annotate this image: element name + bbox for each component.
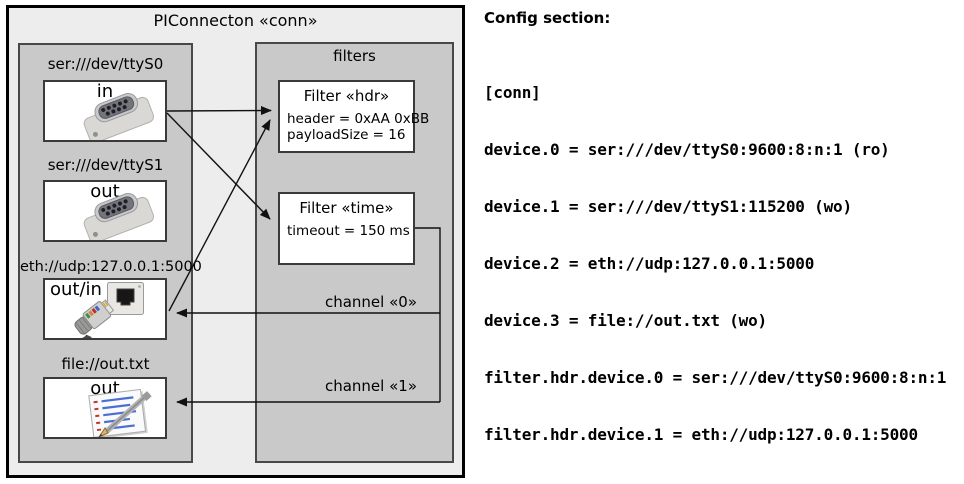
device-box-file: out	[43, 377, 167, 439]
config-line: device.3 = file://out.txt (wo)	[484, 311, 767, 330]
config-body: [conn] device.0 = ser:///dev/ttyS0:9600:…	[484, 45, 956, 484]
channel-0-label: channel «0»	[324, 293, 417, 311]
device-port-label: out/in	[50, 279, 102, 300]
pen-icon	[98, 391, 152, 437]
devices-panel: ser:///dev/ttyS0 in	[18, 43, 202, 463]
filter-name: Filter «hdr»	[303, 87, 390, 105]
channel-1-label: channel «1»	[324, 377, 417, 395]
config-line: filter.hdr.splitMode = header	[484, 482, 956, 484]
filter-name: Filter «time»	[299, 199, 394, 217]
notepad-pen-icon	[88, 388, 152, 437]
config-line: device.1 = ser:///dev/ttyS1:115200 (wo)	[484, 197, 852, 216]
filter-time-box: Filter «time» timeout = 150 ms	[278, 192, 415, 265]
config-line: filter.hdr.device.1 = eth://udp:127.0.0.…	[484, 425, 918, 444]
filter-properties: timeout = 150 ms	[287, 223, 410, 239]
config-heading: Config section:	[484, 9, 611, 27]
filter-properties: header = 0xAA 0xBB payloadSize = 16	[287, 111, 429, 143]
ethernet-plug-icon	[74, 299, 115, 338]
device-box-ttys1: out	[43, 180, 167, 242]
config-line: device.2 = eth://udp:127.0.0.1:5000	[484, 254, 815, 273]
filter-prop: payloadSize = 16	[287, 127, 406, 143]
piconnecton-container: PIConnecton «conn» ser:///dev/ttyS0 in	[6, 5, 465, 478]
serial-connector-icon	[83, 93, 155, 140]
device-url-ttys0: ser:///dev/ttyS0	[47, 55, 164, 73]
serial-connector-icon	[83, 193, 155, 240]
filters-panel: filters Filter «hdr» header = 0xAA 0xBB …	[255, 42, 454, 463]
device-port-label: out	[90, 181, 120, 202]
config-line: filter.hdr.device.0 = ser:///dev/ttyS0:9…	[484, 368, 947, 387]
config-line: device.0 = ser:///dev/ttyS0:9600:8:n:1 (…	[484, 140, 890, 159]
device-box-ttys0: in	[43, 80, 167, 142]
diagram-title: PIConnecton «conn»	[153, 11, 318, 30]
config-line: [conn]	[484, 83, 541, 102]
config-panel: Config section: [conn] device.0 = ser://…	[484, 9, 956, 484]
filter-prop: header = 0xAA 0xBB	[287, 111, 430, 127]
device-url-udp: eth://udp:127.0.0.1:5000	[20, 259, 202, 275]
filter-hdr-box: Filter «hdr» header = 0xAA 0xBB payloadS…	[278, 80, 429, 153]
filter-prop: timeout = 150 ms	[287, 223, 410, 239]
device-port-label: in	[96, 81, 114, 102]
device-box-udp: out/in	[43, 278, 167, 340]
device-url-file: file://out.txt	[61, 355, 150, 373]
device-url-ttys1: ser:///dev/ttyS1	[47, 156, 164, 174]
filters-title: filters	[333, 47, 376, 65]
ethernet-port-icon	[107, 282, 144, 315]
